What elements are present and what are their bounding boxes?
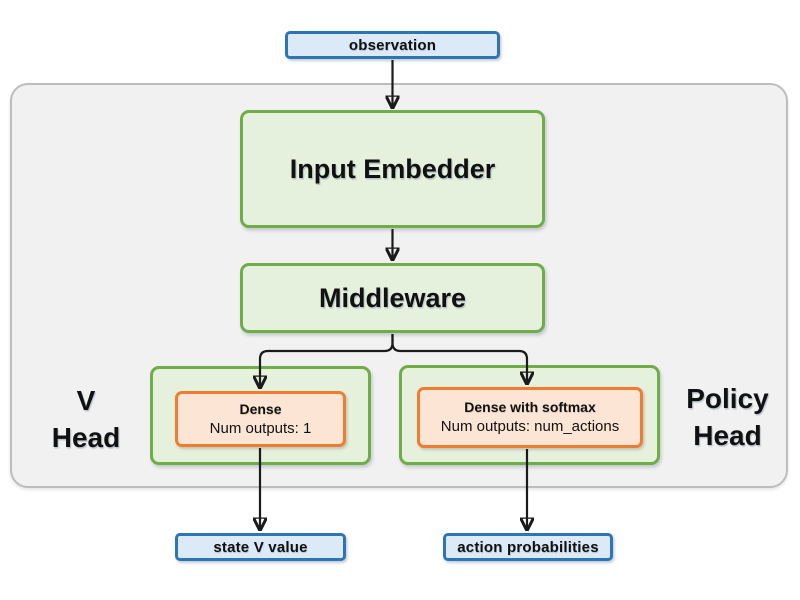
node-state-v-value-label: state V value <box>213 538 308 556</box>
node-state-v-value: state V value <box>175 533 346 561</box>
node-observation-label: observation <box>348 36 437 54</box>
node-v-dense-subtitle: Num outputs: 1 <box>209 419 312 437</box>
node-action-probabilities-label: action probabilities <box>457 538 599 556</box>
node-middleware-label: Middleware <box>318 282 467 313</box>
node-policy-dense-subtitle: Num outputs: num_actions <box>440 418 620 435</box>
policy-head-label: Policy Head <box>686 383 769 451</box>
node-input-embedder: Input Embedder <box>240 110 545 228</box>
node-middleware: Middleware <box>240 263 545 333</box>
node-policy-dense: Dense with softmax Num outputs: num_acti… <box>417 387 643 448</box>
node-input-embedder-label: Input Embedder <box>289 153 496 184</box>
node-observation: observation <box>285 31 500 59</box>
v-head-label: V Head <box>51 385 121 453</box>
node-v-dense-title: Dense <box>239 400 282 417</box>
node-v-dense: Dense Num outputs: 1 <box>175 391 346 447</box>
node-policy-dense-title: Dense with softmax <box>464 399 596 415</box>
node-action-probabilities: action probabilities <box>443 533 613 561</box>
